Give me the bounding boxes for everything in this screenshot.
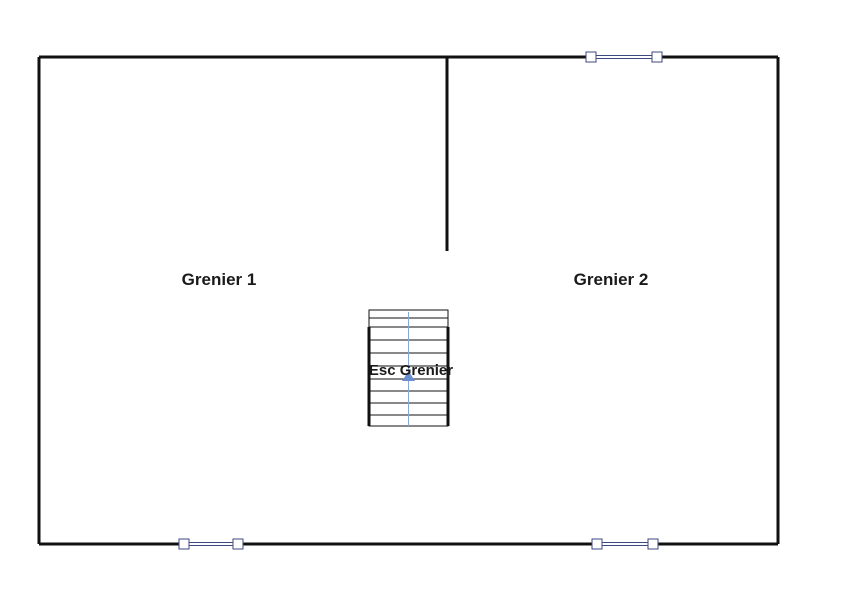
window-top-right — [585, 51, 663, 63]
staircase — [367, 309, 450, 427]
room-label-grenier-1: Grenier 1 — [182, 270, 257, 289]
window-bottom-right — [591, 538, 659, 550]
room-label-grenier-2: Grenier 2 — [574, 270, 649, 289]
window-bottom-left — [178, 538, 244, 550]
stair-label: Esc Grenier — [369, 362, 453, 379]
exterior-walls — [37, 55, 780, 546]
stair-up-arrow-icon — [402, 371, 415, 381]
